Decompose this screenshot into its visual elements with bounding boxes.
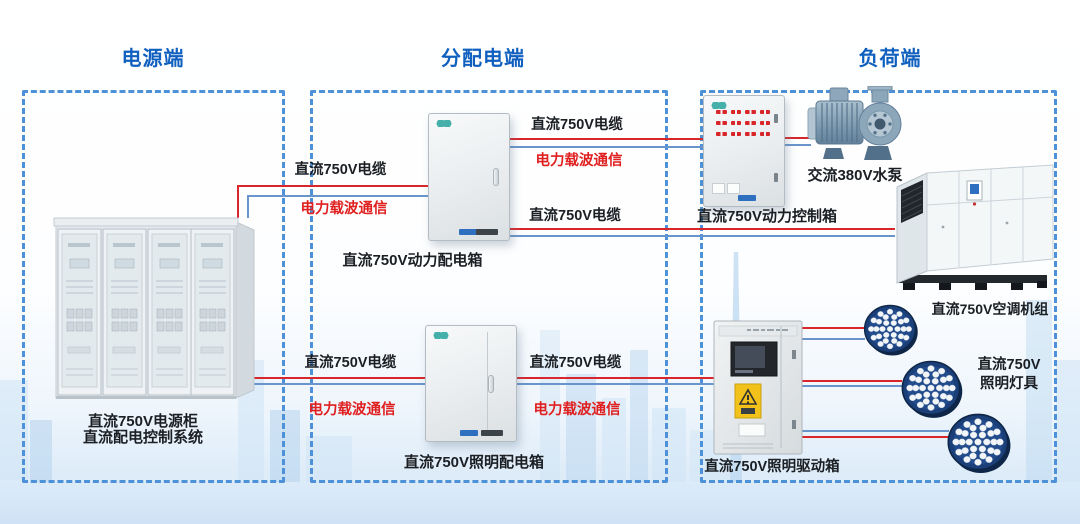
dc-cable-line	[802, 327, 865, 329]
section-frame-power	[22, 90, 285, 483]
plc-line	[510, 235, 895, 237]
power-cabinet-label-line2: 直流配电控制系统	[82, 429, 203, 446]
dc-cable-label: 直流750V电缆	[531, 117, 623, 133]
dc-cable-line	[510, 138, 703, 140]
indicator-light	[730, 110, 741, 114]
lighting-fixtures-label-line1: 直流750V	[977, 357, 1041, 373]
dc-cable-line	[510, 228, 895, 230]
dc-cable-line	[517, 377, 714, 379]
plc-label: 电力载波通信	[300, 201, 388, 217]
plc-line	[785, 144, 811, 146]
power-distribution-box-label: 直流750V动力配电箱	[342, 252, 483, 269]
brand-logo	[433, 332, 449, 339]
plc-line	[247, 195, 428, 197]
skyline-building	[566, 374, 596, 482]
power-control-box-label: 直流750V动力控制箱	[696, 208, 838, 225]
dc-cable-line	[785, 137, 811, 139]
indicator-light	[745, 121, 756, 125]
lighting-fixtures-label: 直流750V 照明灯具	[969, 356, 1049, 394]
indicator-light	[716, 132, 727, 136]
plc-label: 电力载波通信	[533, 402, 621, 418]
section-title-power: 电源端	[121, 48, 185, 70]
plc-label: 电力载波通信	[535, 153, 623, 169]
dc-cable-line	[802, 380, 902, 382]
nameplate-dark	[481, 430, 504, 436]
ac-unit-image	[896, 164, 1054, 290]
power-cabinet-label-line1: 直流750V电源柜	[87, 413, 199, 430]
lighting-distribution-box-label: 直流750V照明配电箱	[404, 454, 545, 471]
dc-cable-label: 直流750V电缆	[304, 355, 397, 371]
door-seam	[487, 332, 489, 435]
door-handle	[493, 168, 499, 186]
nameplate-blue	[460, 430, 479, 436]
door-handle	[488, 374, 494, 393]
dc-cable-line	[802, 436, 949, 438]
nameplate-blue	[737, 195, 756, 201]
dc-cable-line	[237, 185, 428, 187]
skyline-building	[270, 410, 300, 482]
dc-cable-line	[237, 185, 239, 218]
brand-logo	[436, 120, 452, 127]
indicator-light	[716, 110, 727, 114]
skyline-building	[1026, 300, 1052, 482]
skyline-building	[652, 408, 686, 482]
indicator-light	[745, 110, 756, 114]
hinge	[774, 114, 778, 123]
section-title-load: 负荷端	[858, 48, 922, 70]
led-lamp	[947, 413, 1012, 474]
skyline-building	[306, 436, 352, 482]
plc-line	[247, 195, 249, 218]
indicator-light	[730, 121, 741, 125]
skyline-building	[30, 420, 52, 482]
power-cabinet-image	[53, 217, 255, 399]
skyline-building	[1056, 360, 1080, 482]
power-cabinet-label: 直流750V电源柜 直流配电控制系统	[55, 414, 231, 446]
lighting-driver-box-label: 直流750V照明驱动箱	[704, 459, 840, 475]
brand-logo	[711, 102, 727, 109]
indicator-light	[716, 121, 727, 125]
skyline-building	[602, 398, 626, 482]
section-frame-distribution	[310, 90, 668, 483]
plc-line	[517, 383, 714, 385]
dc-cable-line	[248, 377, 425, 379]
led-lamp	[901, 360, 964, 419]
ac-unit-label: 直流750V空调机组	[931, 301, 1049, 317]
indicator-light	[759, 132, 770, 136]
lighting-distribution-box-image	[425, 325, 517, 442]
plc-line	[802, 338, 865, 340]
lighting-driver-box-image	[713, 320, 803, 455]
section-title-distribution: 分配电端	[441, 48, 525, 70]
plc-line	[802, 385, 902, 387]
indicator-light	[759, 110, 770, 114]
door-labels	[712, 183, 740, 194]
plc-line	[802, 430, 949, 432]
nameplate-dark	[475, 229, 498, 235]
power-distribution-box-image	[428, 113, 510, 241]
lighting-fixtures-label-line2: 照明灯具	[980, 376, 1038, 392]
plc-line	[248, 383, 425, 385]
water-pump-label: 交流380V水泵	[807, 167, 903, 184]
skyline-building	[540, 330, 560, 480]
nameplate-blue	[459, 229, 478, 235]
indicator-lights	[716, 110, 770, 136]
indicator-light	[759, 121, 770, 125]
plc-line	[510, 146, 703, 148]
led-lamp	[863, 304, 919, 357]
dc-cable-label: 直流750V电缆	[529, 208, 621, 224]
plc-label: 电力载波通信	[308, 402, 396, 418]
water-pump-image	[807, 86, 902, 160]
power-control-box-image	[703, 95, 785, 207]
dc-cable-label: 直流750V电缆	[529, 355, 622, 371]
hinge	[774, 173, 778, 182]
indicator-light	[745, 132, 756, 136]
dc-cable-label: 直流750V电缆	[294, 162, 387, 178]
indicator-light	[730, 132, 741, 136]
